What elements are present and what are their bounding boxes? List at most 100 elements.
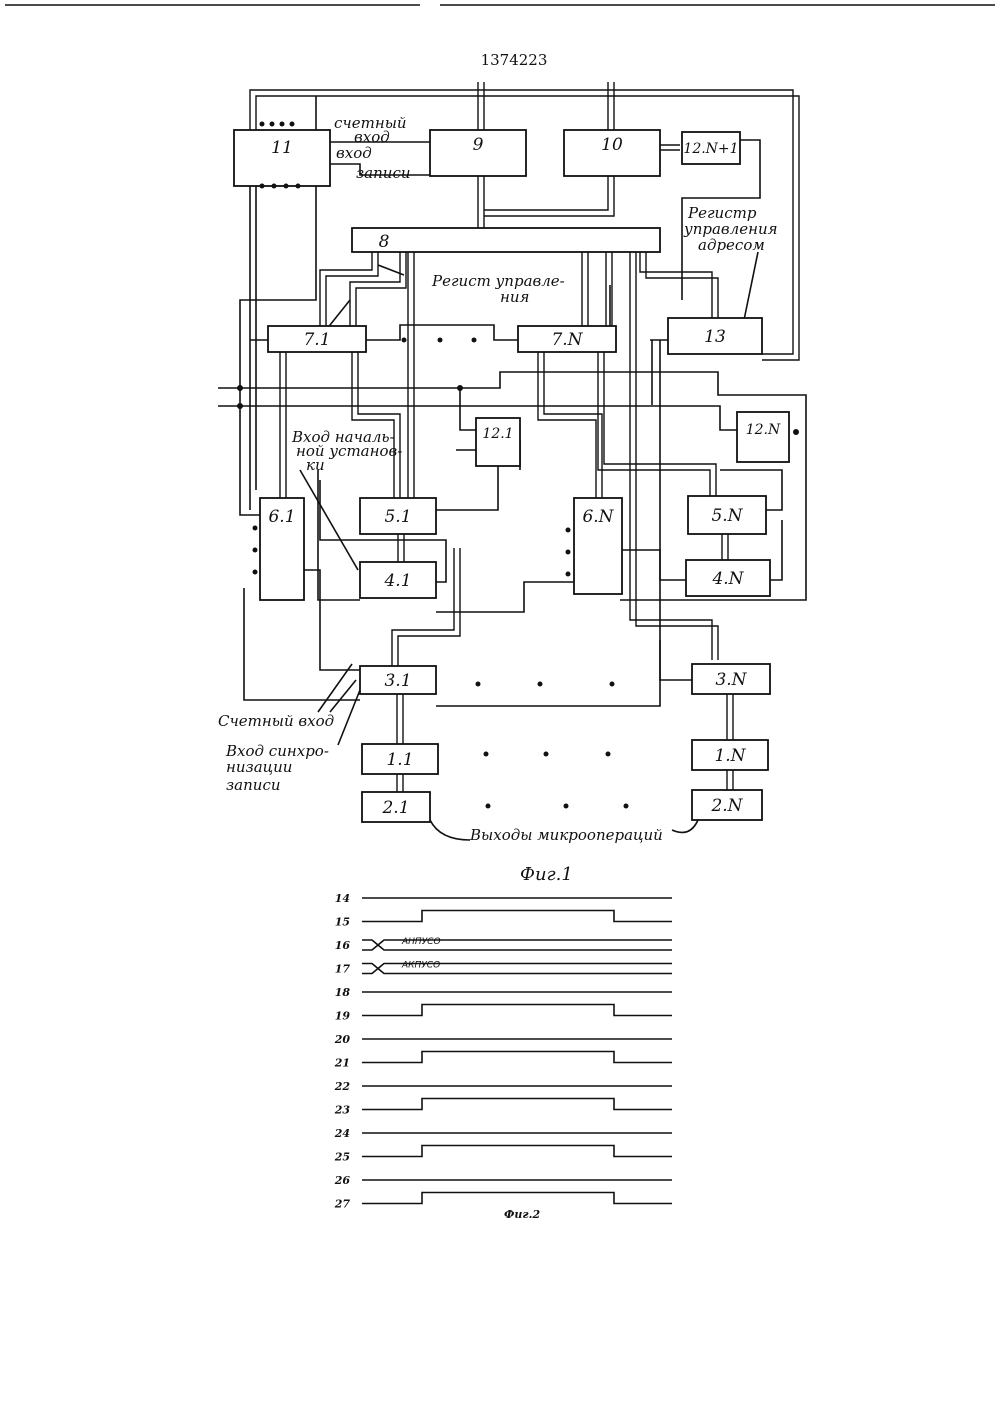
svg-text:4.N: 4.N [711,569,744,589]
figure-1-block-diagram: 11 9 10 12.N+1 8 7.1 7.N 13 12.1 12.N 5.… [218,82,806,885]
bus-8-to-3n [630,252,718,660]
bus-3n-to-1n [727,694,733,740]
svg-text:3.1: 3.1 [384,671,411,691]
label-address-register-3: адресом [698,236,765,254]
wire-to-12n [600,406,737,430]
timing-row-27: 27 [334,1193,672,1211]
svg-text:12.1: 12.1 [482,426,513,442]
label-control-register-1: Регист управле- [431,272,565,290]
figure-2-timing-diagram: 14 15 16 АНПУСО 17АКПУСО 18 19 20 21 22 23 24 25 26 27 [334,892,672,1211]
svg-text:11: 11 [271,138,293,158]
svg-text:12.N: 12.N [746,422,781,438]
signal-waveform [362,1146,672,1157]
signal-label: 26 [334,1174,351,1187]
label-counting-input-bottom: Счетный вход [218,712,334,730]
signal-waveform [362,1005,672,1016]
svg-text:5.N: 5.N [711,506,743,526]
signal-label: 16 [335,939,351,952]
junction [457,385,463,391]
block-3-n: 3.N [692,664,770,694]
bus-8-to-13 [640,252,718,318]
block-3-1: 3.1 [360,666,436,694]
label-init-input-3: ки [306,456,325,474]
timing-row-16: 16 АНПУСО [335,937,672,952]
timing-row-25: 25 [334,1146,672,1164]
bus-8-to-7na [582,252,588,326]
signal-label: 24 [334,1127,350,1140]
bus-8-to-71a [320,252,378,326]
block-11: 11 [234,130,330,186]
timing-row-19: 19 [335,1005,672,1023]
bus-31-to-11 [397,694,403,744]
patent-number: 1374223 [481,51,548,69]
timing-row-15: 15 [335,911,672,929]
wire-71-to-7n [366,325,518,340]
bus-top-inputs [478,82,614,130]
signal-label: 27 [334,1198,351,1211]
bus-value-label: АКПУСО [401,961,440,971]
timing-row-23: 23 [334,1099,672,1117]
pointer-address-register [744,252,758,320]
wire-global-horizontal [218,388,600,430]
block-1-1: 1.1 [362,744,438,774]
svg-text:10: 10 [601,135,623,155]
wire-left-11-down [250,186,268,510]
block-10: 10 [564,130,660,176]
bus-71-to-51 [352,352,400,498]
label-sync-input-3: записи [226,776,281,794]
label-control-register-2: ния [500,288,529,306]
block-6-1: 6.1 [260,498,304,600]
signal-label: 23 [334,1104,351,1117]
wire-61-feedback [244,588,360,700]
timing-row-21: 21 [334,1052,672,1070]
wire-init-41 [318,470,360,600]
svg-text:9: 9 [473,135,484,155]
block-7-1: 7.1 [268,326,366,352]
figure-1-caption: Фиг.1 [520,864,573,885]
wire-10-to-12n1 [660,145,680,150]
signal-label: 22 [334,1080,351,1093]
pointer-count-sync [318,664,360,745]
signal-waveform [362,1099,672,1110]
signal-waveform [362,911,672,922]
signal-label: 21 [334,1057,350,1070]
label-write-input-1: вход [336,144,372,162]
wire-41-to-6n [436,582,574,612]
svg-text:1.1: 1.1 [386,750,413,770]
svg-text:7.1: 7.1 [303,330,330,350]
wire-4n-loop [770,520,782,580]
timing-row-20: 20 [334,1033,672,1046]
block-12-n: 12.N [737,412,789,462]
svg-text:5.1: 5.1 [384,507,411,527]
svg-text:2.N: 2.N [710,796,743,816]
svg-text:8: 8 [379,232,390,252]
bus-value-label: АНПУСО [401,937,441,947]
bus-71-to-61 [280,352,286,498]
block-5-1: 5.1 [360,498,436,534]
timing-row-17: 17АКПУСО [335,961,672,976]
bus-8-to-51 [408,252,414,498]
svg-text:12.N+1: 12.N+1 [683,141,738,157]
block-2-n: 2.N [692,790,762,820]
signal-label: 25 [334,1151,350,1164]
bus-4n-to-5n [722,534,728,560]
figure-2-caption: Фиг.2 [504,1208,540,1221]
signal-label: 19 [335,1010,351,1023]
block-1-n: 1.N [692,740,768,770]
block-4-1: 4.1 [360,562,436,598]
block-13: 13 [668,318,762,354]
label-write-input-2: записи [356,164,411,182]
timing-row-24: 24 [334,1127,672,1140]
svg-text:13: 13 [704,327,726,347]
block-9: 9 [430,130,526,176]
pointer-init [300,470,358,570]
signal-label: 14 [335,892,350,905]
signal-label: 20 [334,1033,351,1046]
bus-7n-to-5n [598,352,716,496]
label-microop-outputs: Выходы микроопераций [469,826,663,844]
timing-row-18: 18 [335,986,672,999]
svg-text:1.N: 1.N [714,746,746,766]
svg-text:7.N: 7.N [551,330,583,350]
junction [237,385,243,391]
